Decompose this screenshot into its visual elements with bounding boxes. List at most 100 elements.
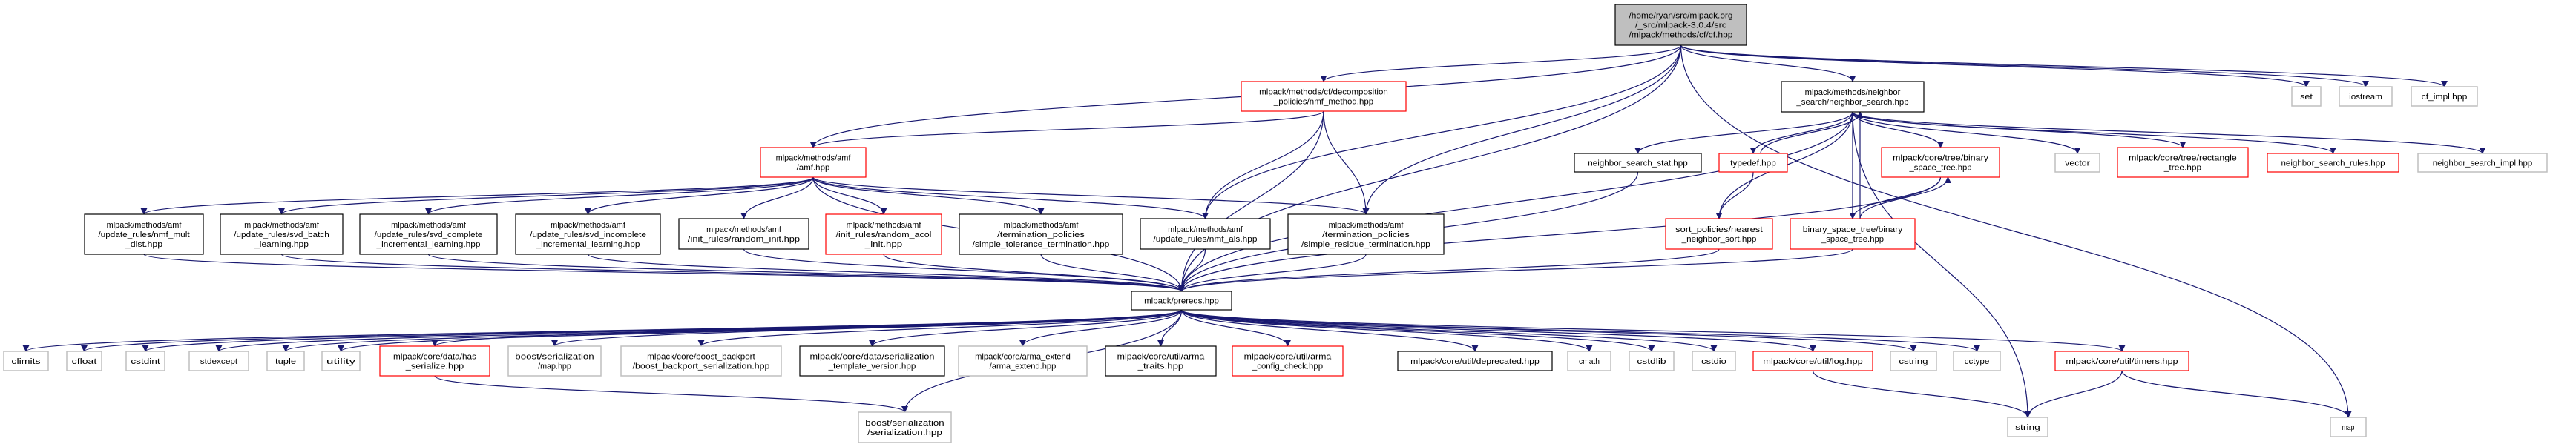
node-label-line: mlpack/methods/amf bbox=[244, 221, 320, 230]
node-sort_policies[interactable]: sort_policies/nearest_neighbor_sort.hpp bbox=[1665, 218, 1773, 250]
node-box bbox=[515, 213, 661, 255]
node-box bbox=[2417, 153, 2548, 173]
node-simple_residue[interactable]: mlpack/methods/amf/termination_policies/… bbox=[1287, 213, 1445, 255]
node-label-line: cmath bbox=[1579, 357, 1600, 366]
node-label-line: sort_policies/nearest bbox=[1675, 225, 1763, 234]
node-cmath[interactable]: cmath bbox=[1567, 351, 1611, 371]
node-box bbox=[1692, 351, 1736, 371]
node-set[interactable]: set bbox=[2291, 86, 2322, 107]
edge-log-to-string bbox=[1812, 370, 2031, 418]
node-label-line: mlpack/methods/amf bbox=[706, 225, 782, 234]
node-svd_complete[interactable]: mlpack/methods/amf/update_rules/svd_comp… bbox=[359, 213, 498, 255]
node-prereqs[interactable]: mlpack/prereqs.hpp bbox=[1131, 291, 1232, 311]
node-cf_impl[interactable]: cf_impl.hpp bbox=[2411, 86, 2478, 107]
node-label-line: mlpack/methods/cf/decomposition bbox=[1259, 88, 1388, 97]
node-label-line: iostream bbox=[2349, 93, 2382, 102]
node-arma_traits[interactable]: mlpack/core/util/arma_traits.hpp bbox=[1105, 345, 1217, 377]
edge-root-to-cf_impl bbox=[1680, 44, 2448, 87]
node-box bbox=[188, 351, 249, 371]
node-box bbox=[2291, 86, 2322, 107]
node-cstdlib[interactable]: cstdlib bbox=[1629, 351, 1675, 371]
node-label-line: set bbox=[2300, 93, 2313, 102]
edge-amf-to-random_init bbox=[740, 176, 814, 219]
node-label-line: mlpack/methods/amf bbox=[776, 154, 852, 163]
node-ns_impl[interactable]: neighbor_search_impl.hpp bbox=[2417, 153, 2548, 173]
edge-prereqs-to-cstdlib bbox=[1180, 309, 1655, 352]
node-simple_tolerance[interactable]: mlpack/methods/amf/termination_policies/… bbox=[959, 213, 1123, 255]
node-nmf_als[interactable]: mlpack/methods/amf/update_rules/nmf_als.… bbox=[1140, 218, 1271, 250]
node-label-line: binary_space_tree/binary bbox=[1803, 225, 1903, 234]
node-label-line: typedef.hpp bbox=[1730, 159, 1776, 168]
node-svd_incomplete[interactable]: mlpack/methods/amf/update_rules/svd_inco… bbox=[515, 213, 661, 255]
node-label-line: /update_rules/svd_incomplete bbox=[530, 231, 646, 239]
node-label-line: tuple bbox=[275, 357, 296, 366]
node-string[interactable]: string bbox=[2007, 417, 2048, 437]
node-box bbox=[3, 351, 49, 371]
node-tuple[interactable]: tuple bbox=[266, 351, 305, 371]
node-neighbor_search[interactable]: mlpack/methods/neighbor_search/neighbor_… bbox=[1781, 81, 1925, 113]
node-arma_config[interactable]: mlpack/core/util/arma_config_check.hpp bbox=[1232, 345, 1344, 377]
node-box bbox=[1953, 351, 2001, 371]
edge-amf-to-svd_complete bbox=[425, 176, 814, 215]
node-vector[interactable]: vector bbox=[2054, 153, 2100, 173]
node-iostream[interactable]: iostream bbox=[2339, 86, 2393, 107]
edge-prereqs-to-cstring bbox=[1180, 309, 1917, 352]
node-box bbox=[507, 345, 602, 377]
node-label-line: mlpack/core/data/has bbox=[393, 353, 477, 362]
edge-has_serialize-to-serialization bbox=[434, 375, 908, 413]
node-bst_core[interactable]: mlpack/core/tree/binary_space_tree.hpp bbox=[1881, 147, 2000, 178]
node-arma_extend[interactable]: mlpack/core/arma_extend/arma_extend.hpp bbox=[958, 345, 1088, 377]
node-log[interactable]: mlpack/core/util/log.hpp bbox=[1752, 351, 1873, 371]
node-label-line: /amf.hpp bbox=[797, 164, 830, 173]
node-label-line: mlpack/core/data/serialization bbox=[810, 353, 935, 362]
edge-nmf_method-to-prereqs bbox=[1178, 110, 1324, 292]
node-svd_batch[interactable]: mlpack/methods/amf/update_rules/svd_batc… bbox=[220, 213, 344, 255]
node-stdexcept[interactable]: stdexcept bbox=[188, 351, 249, 371]
edge-amf-to-nmf_als bbox=[812, 176, 1209, 219]
node-has_serialize[interactable]: mlpack/core/data/has_serialize.hpp bbox=[379, 345, 490, 377]
node-random_acol[interactable]: mlpack/methods/amf/init_rules/random_aco… bbox=[825, 213, 942, 255]
node-utility[interactable]: utility bbox=[321, 351, 361, 371]
edge-neighbor_search-to-prereqs bbox=[1178, 111, 1853, 292]
node-cfloat[interactable]: cfloat bbox=[66, 351, 102, 371]
node-box bbox=[1140, 218, 1271, 250]
node-box bbox=[2007, 417, 2048, 437]
node-box bbox=[858, 411, 952, 443]
node-map[interactable]: map bbox=[2330, 417, 2367, 437]
node-boost_map[interactable]: boost/serialization/map.hpp bbox=[507, 345, 602, 377]
node-nmf_mult_dist[interactable]: mlpack/methods/amf/update_rules/nmf_mult… bbox=[84, 213, 204, 255]
node-typedef[interactable]: typedef.hpp bbox=[1718, 153, 1788, 173]
node-climits[interactable]: climits bbox=[3, 351, 49, 371]
edge-svd_complete-to-prereqs bbox=[427, 254, 1185, 292]
edge-amf-to-nmf_mult_dist bbox=[140, 176, 814, 215]
node-timers[interactable]: mlpack/core/util/timers.hpp bbox=[2054, 351, 2189, 371]
node-box bbox=[2054, 351, 2189, 371]
edge-prereqs-to-ser_template bbox=[869, 309, 1183, 347]
node-amf[interactable]: mlpack/methods/amf/amf.hpp bbox=[760, 147, 867, 178]
edge-prereqs-to-boost_backport bbox=[697, 309, 1183, 347]
node-ns_stat[interactable]: neighbor_search_stat.hpp bbox=[1574, 153, 1702, 173]
edge-timers-to-map bbox=[2121, 370, 2352, 418]
node-label-line: mlpack/core/tree/rectangle bbox=[2129, 154, 2237, 163]
edge-neighbor_search-to-typedef bbox=[1749, 111, 1853, 154]
node-box bbox=[266, 351, 305, 371]
node-cstdio[interactable]: cstdio bbox=[1692, 351, 1736, 371]
node-ser_template[interactable]: mlpack/core/data/serialization_template_… bbox=[799, 345, 945, 377]
node-serialization[interactable]: boost/serialization/serialization.hpp bbox=[858, 411, 952, 443]
node-boost_backport[interactable]: mlpack/core/boost_backport/boost_backpor… bbox=[620, 345, 782, 377]
node-nmf_method[interactable]: mlpack/methods/cf/decomposition_policies… bbox=[1241, 81, 1407, 112]
node-bst_binary[interactable]: binary_space_tree/binary_space_tree.hpp bbox=[1790, 218, 1916, 250]
node-cctype[interactable]: cctype bbox=[1953, 351, 2001, 371]
node-label-line: /mlpack/methods/cf/cf.hpp bbox=[1629, 31, 1733, 40]
node-ns_rules[interactable]: neighbor_search_rules.hpp bbox=[2267, 153, 2399, 173]
node-rectangle[interactable]: mlpack/core/tree/rectangle_tree.hpp bbox=[2117, 147, 2249, 178]
node-root[interactable]: /home/ryan/src/mlpack.org/_src/mlpack-3.… bbox=[1614, 4, 1747, 46]
node-label-line: /termination_policies bbox=[1322, 231, 1410, 239]
node-label-line: cstdint bbox=[131, 357, 160, 366]
edge-timers-to-string bbox=[2024, 370, 2123, 418]
node-cstdint[interactable]: cstdint bbox=[125, 351, 165, 371]
node-random_init[interactable]: mlpack/methods/amf/init_rules/random_ini… bbox=[678, 218, 809, 250]
node-deprecated[interactable]: mlpack/core/util/deprecated.hpp bbox=[1397, 351, 1553, 371]
node-cstring[interactable]: cstring bbox=[1890, 351, 1937, 371]
